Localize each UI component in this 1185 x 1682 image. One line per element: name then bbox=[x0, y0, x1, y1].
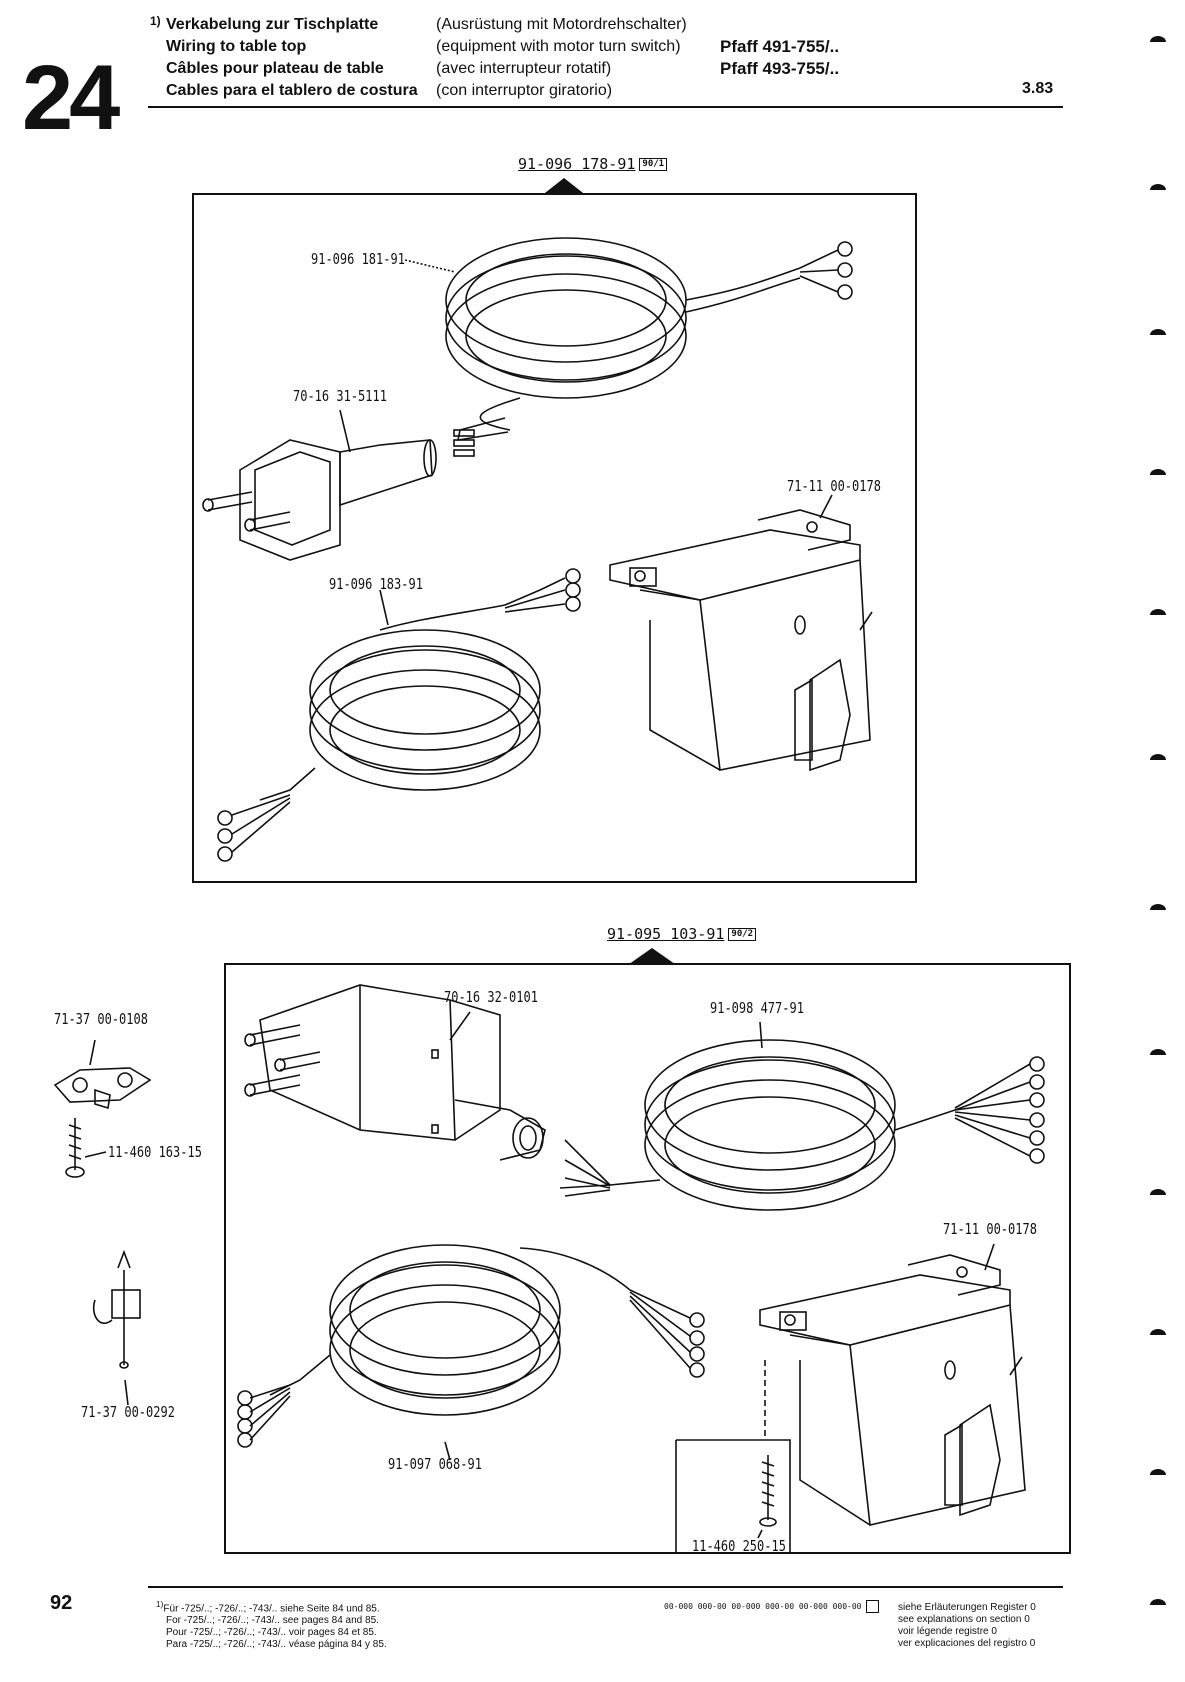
margin-mark bbox=[1150, 1469, 1166, 1475]
section-number: 24 bbox=[22, 47, 120, 149]
part-label-switch-bottom: 71-11 00-0178 bbox=[943, 1220, 1037, 1238]
side-clip bbox=[53, 1067, 152, 1110]
part-label-cable-lower-bottom: 91-097 068-91 bbox=[388, 1455, 482, 1473]
margin-mark bbox=[1150, 469, 1166, 475]
coiled-cable-bottom-upper bbox=[559, 1039, 1045, 1211]
header-rule bbox=[148, 106, 1063, 108]
margin-mark bbox=[1150, 329, 1166, 335]
margin-mark bbox=[1150, 754, 1166, 760]
assembly-number-bottom: 91-095 103-91 bbox=[607, 925, 725, 943]
part-label-cable-upper-bottom: 91-098 477-91 bbox=[710, 999, 804, 1017]
part-label-cable-upper: 91-096 181-91 bbox=[311, 250, 405, 268]
assembly-tag-top: 90/1 bbox=[639, 158, 668, 171]
legend-line-de: siehe Erläuterungen Register 0 bbox=[898, 1602, 1036, 1613]
coiled-cable-upper bbox=[445, 237, 853, 457]
footnote-block: 1)Für -725/..; -726/..; -743/.. siehe Se… bbox=[156, 1598, 387, 1651]
part-label-cable-lower: 91-096 183-91 bbox=[329, 575, 423, 593]
part-label-plug-bottom: 70-16 32-0101 bbox=[444, 988, 538, 1006]
assembly-tag-bottom: 90/2 bbox=[728, 928, 757, 941]
subtitle-en: (equipment with motor turn switch) bbox=[436, 38, 681, 55]
model-493: Pfaff 493-755/.. bbox=[720, 59, 840, 78]
title-en: Wiring to table top bbox=[166, 38, 307, 55]
subtitle-de: (Ausrüstung mit Motordrehschalter) bbox=[436, 16, 687, 33]
legend-line-fr: voir légende registre 0 bbox=[898, 1626, 997, 1637]
margin-mark bbox=[1150, 1329, 1166, 1335]
legend-line-en: see explanations on section 0 bbox=[898, 1614, 1030, 1625]
title-de: Verkabelung zur Tischplatte bbox=[166, 16, 379, 33]
margin-mark bbox=[1150, 184, 1166, 190]
margin-mark bbox=[1150, 1049, 1166, 1055]
legend-codes: 00-000 000-00 00-000 000-00 00-000 000-0… bbox=[664, 1602, 862, 1611]
margin-mark bbox=[1150, 36, 1166, 42]
rotary-switch-top bbox=[609, 509, 873, 772]
footnote-marker: 1) bbox=[150, 14, 161, 28]
subtitle-es: (con interruptor giratorio) bbox=[436, 82, 613, 99]
subtitle-fr: (avec interrupteur rotatif) bbox=[436, 60, 612, 77]
part-label-side-screw: 11-460 163-15 bbox=[108, 1143, 202, 1161]
footer-rule bbox=[148, 1586, 1063, 1588]
plug-schuko bbox=[202, 439, 437, 561]
coiled-cable-bottom-lower bbox=[237, 1244, 705, 1448]
diagram-frame-bottom bbox=[224, 963, 1071, 1554]
version-number: 3.83 bbox=[1022, 80, 1054, 97]
margin-mark bbox=[1150, 1189, 1166, 1195]
part-label-screw-bottom: 11-460 250-15 bbox=[692, 1537, 786, 1555]
margin-mark bbox=[1150, 904, 1166, 910]
footnote-line-es: Para -725/..; -726/..; -743/.. véase pág… bbox=[166, 1639, 387, 1651]
assembly-number-top: 91-096 178-91 bbox=[518, 155, 636, 173]
subtitle-block: (Ausrüstung mit Motordrehschalter) (equi… bbox=[436, 14, 687, 102]
footnote-line-de: 1)Für -725/..; -726/..; -743/.. siehe Se… bbox=[156, 1599, 380, 1615]
title-fr: Câbles pour plateau de table bbox=[166, 60, 384, 77]
title-es: Cables para el tablero de costura bbox=[166, 82, 418, 99]
side-screw bbox=[65, 1118, 85, 1178]
part-label-clip: 71-37 00-0108 bbox=[54, 1010, 148, 1028]
diagram-frame-top bbox=[192, 193, 917, 883]
footnote-line-fr: Pour -725/..; -726/..; -743/.. voir page… bbox=[166, 1627, 377, 1639]
part-label-switch: 71-11 00-0178 bbox=[787, 477, 881, 495]
page-number: 92 bbox=[50, 1592, 73, 1614]
margin-mark bbox=[1150, 609, 1166, 615]
plug-angled bbox=[244, 984, 546, 1161]
coiled-cable-lower bbox=[217, 568, 581, 862]
footnote-marker-footer: 1) bbox=[156, 1599, 164, 1609]
margin-mark bbox=[1150, 1599, 1166, 1605]
inset-screw bbox=[759, 1455, 777, 1527]
inset-box bbox=[675, 1439, 791, 1553]
legend-text: siehe Erläuterungen Register 0 see expla… bbox=[898, 1602, 1036, 1650]
footnote-line-en: For -725/..; -726/..; -743/.. see pages … bbox=[166, 1615, 379, 1627]
legend-box bbox=[866, 1600, 879, 1613]
model-block: Pfaff 491-755/.. Pfaff 493-755/.. bbox=[720, 36, 839, 80]
model-491: Pfaff 491-755/.. bbox=[720, 37, 840, 56]
part-label-nail-clip: 71-37 00-0292 bbox=[81, 1403, 175, 1421]
rotary-switch-bottom bbox=[759, 1254, 1026, 1526]
part-label-plug: 70-16 31-5111 bbox=[293, 387, 387, 405]
side-nail-clip bbox=[93, 1249, 141, 1369]
legend-line-es: ver explicaciones del registro 0 bbox=[898, 1638, 1036, 1649]
title-block: Verkabelung zur Tischplatte Wiring to ta… bbox=[166, 14, 418, 102]
